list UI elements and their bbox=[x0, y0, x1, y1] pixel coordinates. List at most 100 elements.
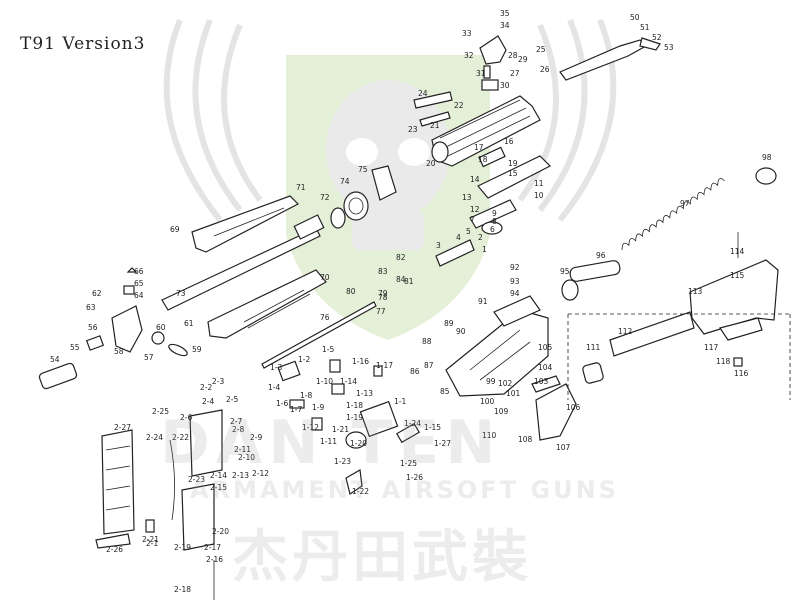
part-label-2-18: 2-18 bbox=[174, 585, 191, 594]
part-label-1-16: 1-16 bbox=[352, 357, 369, 366]
part-label-6: 6 bbox=[490, 225, 495, 234]
part-label-34: 34 bbox=[500, 21, 510, 30]
magazine-2 bbox=[169, 409, 223, 551]
part-label-1-10: 1-10 bbox=[316, 377, 333, 386]
part-label-2-2: 2-2 bbox=[200, 383, 212, 392]
part-label-2: 2 bbox=[478, 233, 483, 242]
stock bbox=[689, 232, 779, 367]
part-label-16: 16 bbox=[504, 137, 514, 146]
part-label-60: 60 bbox=[156, 323, 166, 332]
part-label-99: 99 bbox=[486, 377, 496, 386]
part-label-33: 33 bbox=[462, 29, 472, 38]
part-label-88: 88 bbox=[422, 337, 432, 346]
part-label-59: 59 bbox=[192, 345, 202, 354]
part-label-2-25: 2-25 bbox=[152, 407, 169, 416]
part-label-1-9: 1-9 bbox=[312, 403, 324, 412]
gas-tube bbox=[261, 301, 377, 369]
part-label-2-15: 2-15 bbox=[210, 483, 227, 492]
part-label-12: 12 bbox=[470, 205, 480, 214]
part-label-53: 53 bbox=[664, 43, 674, 52]
part-label-2-10: 2-10 bbox=[238, 453, 255, 462]
part-label-2-19: 2-19 bbox=[174, 543, 191, 552]
part-label-1-21: 1-21 bbox=[332, 425, 349, 434]
part-label-1-22: 1-22 bbox=[352, 487, 369, 496]
part-label-73: 73 bbox=[176, 289, 186, 298]
part-label-87: 87 bbox=[424, 361, 434, 370]
part-label-2-26: 2-26 bbox=[106, 545, 123, 554]
part-label-55: 55 bbox=[70, 343, 80, 352]
charging-handle bbox=[559, 37, 661, 81]
part-label-98: 98 bbox=[762, 153, 772, 162]
part-label-2-8: 2-8 bbox=[232, 425, 244, 434]
part-label-28: 28 bbox=[508, 51, 518, 60]
part-label-1-4: 1-4 bbox=[268, 383, 280, 392]
lower-receiver bbox=[445, 295, 549, 397]
part-label-5: 5 bbox=[466, 227, 471, 236]
part-label-24: 24 bbox=[418, 89, 428, 98]
watermark-brand: DAN TEN bbox=[160, 408, 502, 478]
part-label-107: 107 bbox=[556, 443, 571, 452]
pistol-grip bbox=[531, 375, 577, 441]
part-label-2-27: 2-27 bbox=[114, 423, 131, 432]
upper-receiver bbox=[431, 95, 541, 167]
handguard-bottom bbox=[207, 269, 327, 339]
part-label-117: 117 bbox=[704, 343, 719, 352]
gearbox-parts bbox=[277, 359, 420, 495]
part-label-1-13: 1-13 bbox=[356, 389, 373, 398]
part-label-50: 50 bbox=[630, 13, 640, 22]
barrel bbox=[161, 214, 325, 311]
part-label-4: 4 bbox=[456, 233, 461, 242]
part-label-109: 109 bbox=[494, 407, 509, 416]
part-label-66: 66 bbox=[134, 267, 144, 276]
part-label-2-22: 2-22 bbox=[172, 433, 189, 442]
part-label-2-16: 2-16 bbox=[206, 555, 223, 564]
recoil-spring bbox=[621, 167, 777, 251]
part-label-8: 8 bbox=[492, 217, 497, 226]
part-label-2-4: 2-4 bbox=[202, 397, 214, 406]
part-label-92: 92 bbox=[510, 263, 520, 272]
part-label-110: 110 bbox=[482, 431, 497, 440]
part-label-2-1: 2-1 bbox=[146, 539, 158, 548]
part-label-102: 102 bbox=[498, 379, 513, 388]
part-label-79: 79 bbox=[378, 289, 388, 298]
flash-hider bbox=[38, 335, 105, 390]
part-label-80: 80 bbox=[346, 287, 356, 296]
part-label-25: 25 bbox=[536, 45, 546, 54]
part-label-23: 23 bbox=[408, 125, 418, 134]
part-label-1-1: 1-1 bbox=[394, 397, 406, 406]
part-label-95: 95 bbox=[560, 267, 570, 276]
part-label-61: 61 bbox=[184, 319, 194, 328]
part-label-100: 100 bbox=[480, 397, 495, 406]
part-label-90: 90 bbox=[456, 327, 466, 336]
part-label-26: 26 bbox=[540, 65, 550, 74]
part-label-2-14: 2-14 bbox=[210, 471, 227, 480]
part-label-94: 94 bbox=[510, 289, 520, 298]
handguard-top bbox=[191, 195, 300, 253]
part-label-1-20: 1-20 bbox=[350, 439, 367, 448]
part-label-1-26: 1-26 bbox=[406, 473, 423, 482]
part-label-27: 27 bbox=[510, 69, 520, 78]
part-label-97: 97 bbox=[680, 199, 690, 208]
part-label-106: 106 bbox=[566, 403, 581, 412]
part-label-10: 10 bbox=[534, 191, 544, 200]
part-label-104: 104 bbox=[538, 363, 553, 372]
part-label-31: 31 bbox=[476, 69, 486, 78]
part-label-14: 14 bbox=[470, 175, 480, 184]
part-label-113: 113 bbox=[688, 287, 703, 296]
part-label-2-17: 2-17 bbox=[204, 543, 221, 552]
part-label-114: 114 bbox=[730, 247, 745, 256]
part-label-2-3: 2-3 bbox=[212, 377, 224, 386]
part-label-2-23: 2-23 bbox=[188, 475, 205, 484]
part-label-1-19: 1-19 bbox=[346, 413, 363, 422]
part-label-69: 69 bbox=[170, 225, 180, 234]
part-label-32: 32 bbox=[464, 51, 474, 60]
part-label-89: 89 bbox=[444, 319, 454, 328]
part-label-52: 52 bbox=[652, 33, 662, 42]
front-sight bbox=[111, 267, 143, 353]
part-label-84: 84 bbox=[396, 275, 406, 284]
part-label-1-3: 1-3 bbox=[270, 363, 282, 372]
part-label-1-11: 1-11 bbox=[320, 437, 337, 446]
part-label-1-12: 1-12 bbox=[302, 423, 319, 432]
part-label-2-20: 2-20 bbox=[212, 527, 229, 536]
